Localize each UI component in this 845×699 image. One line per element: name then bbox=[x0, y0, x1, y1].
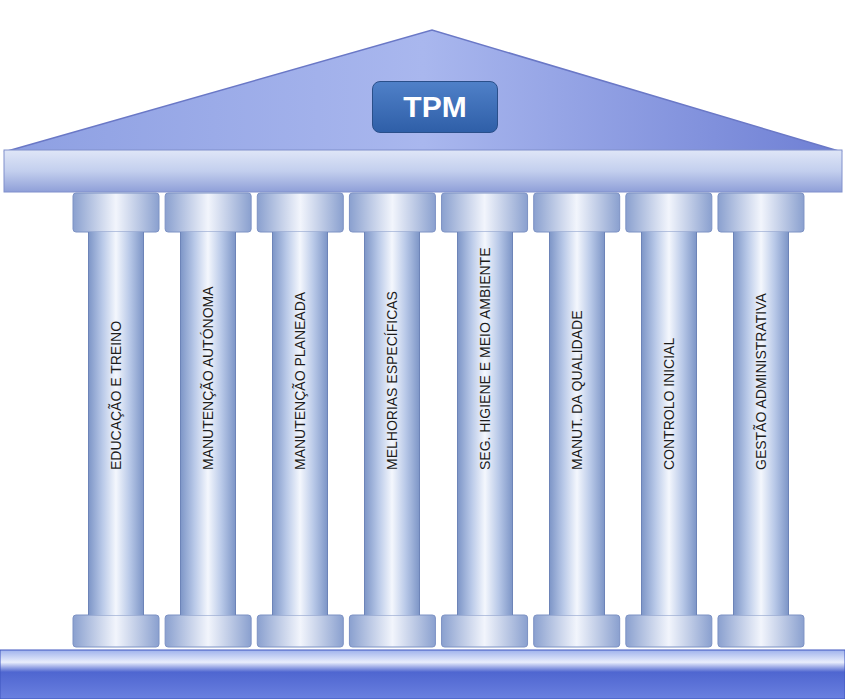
pillar-label: CONTROLO INICIAL bbox=[661, 338, 677, 470]
pillar-base bbox=[165, 615, 251, 647]
pillar-capital bbox=[165, 193, 251, 232]
pillar-capital bbox=[349, 193, 435, 232]
pillar-label: MELHORIAS ESPECÍFICAS bbox=[384, 291, 400, 470]
pillar-base bbox=[718, 615, 804, 647]
roof-pediment bbox=[4, 30, 842, 152]
pillar-label: MANUTENÇÃO PLANEADA bbox=[292, 292, 308, 470]
pillar-shaft: GESTÃO ADMINISTRATIVA bbox=[733, 232, 789, 615]
pillar-capital bbox=[257, 193, 343, 232]
pillar-label: MANUTENÇÃO AUTÓNOMA bbox=[200, 286, 216, 470]
pillar-label: SEG. HIGIENE E MEIO AMBIENTE bbox=[477, 248, 493, 471]
title-text: TPM bbox=[403, 90, 466, 124]
pillar-base bbox=[257, 615, 343, 647]
pillar-label: MANUT. DA QUALIDADE bbox=[569, 311, 585, 470]
pillar-capital bbox=[534, 193, 620, 232]
pillar-shaft: MELHORIAS ESPECÍFICAS bbox=[364, 232, 420, 615]
pillar-shaft: MANUTENÇÃO PLANEADA bbox=[272, 232, 328, 615]
roof-beam bbox=[4, 150, 842, 192]
pillar-base bbox=[349, 615, 435, 647]
pillar-capital bbox=[73, 193, 159, 232]
pillar-base bbox=[73, 615, 159, 647]
pillar-capitals bbox=[73, 193, 804, 647]
temple-base bbox=[0, 650, 845, 699]
pillar-base bbox=[442, 615, 528, 647]
pillar-base bbox=[534, 615, 620, 647]
pillar-shaft: SEG. HIGIENE E MEIO AMBIENTE bbox=[457, 232, 513, 615]
pillar-label: GESTÃO ADMINISTRATIVA bbox=[753, 293, 769, 470]
pillar-capital bbox=[626, 193, 712, 232]
pillar-shaft: MANUTENÇÃO AUTÓNOMA bbox=[180, 232, 236, 615]
pillar-label: EDUCAÇÃO E TREINO bbox=[108, 321, 124, 470]
pillar-shaft: CONTROLO INICIAL bbox=[641, 232, 697, 615]
pillar-capital bbox=[718, 193, 804, 232]
pillar-shaft: MANUT. DA QUALIDADE bbox=[549, 232, 605, 615]
title-box: TPM bbox=[372, 81, 498, 133]
pillar-base bbox=[626, 615, 712, 647]
pillar-shaft: EDUCAÇÃO E TREINO bbox=[88, 232, 144, 615]
pillar-capital bbox=[442, 193, 528, 232]
